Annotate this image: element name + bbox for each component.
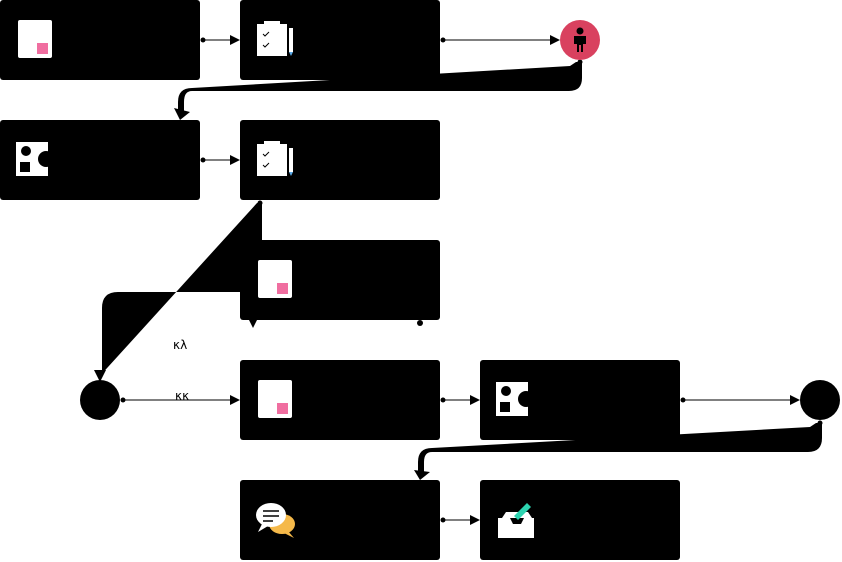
task-5[interactable] [240,240,440,320]
document-icon [258,380,292,418]
edge-label-gateway-task6: κκ [175,389,190,403]
edge-task6-task7 [440,395,480,405]
start-event[interactable] [560,20,600,60]
edge-end-task8 [414,420,823,480]
checklist-icon [257,141,293,176]
edge-task2-start [440,35,560,45]
task-8[interactable] [240,480,440,560]
exclusive-gateway[interactable] [80,380,120,420]
task-1[interactable] [0,0,200,80]
end-event[interactable] [800,380,840,420]
edge-gateway-task6 [120,395,240,405]
person-icon [574,27,586,52]
checklist-icon [257,21,293,56]
chat-icon [256,503,295,538]
task-9[interactable] [480,480,680,560]
edge-task5-markers [248,318,423,328]
task-6[interactable] [240,360,440,440]
edge-task4-gateway [94,200,263,382]
edge-start-task3 [174,59,583,120]
task-3[interactable] [0,120,200,200]
edge-task7-end [680,395,800,405]
task-4[interactable] [240,120,440,200]
edge-task3-task4 [200,155,240,165]
document-icon [258,260,292,298]
edge-task8-task9 [440,515,480,525]
edge-label-gateway-task5: κλ [173,338,188,352]
task-7[interactable] [480,360,680,440]
task-2[interactable] [240,0,440,80]
shapes-icon [16,142,54,176]
inbox-icon [498,503,534,538]
document-icon [18,20,52,58]
shapes-icon [496,382,534,416]
edge-task1-task2 [200,35,240,45]
